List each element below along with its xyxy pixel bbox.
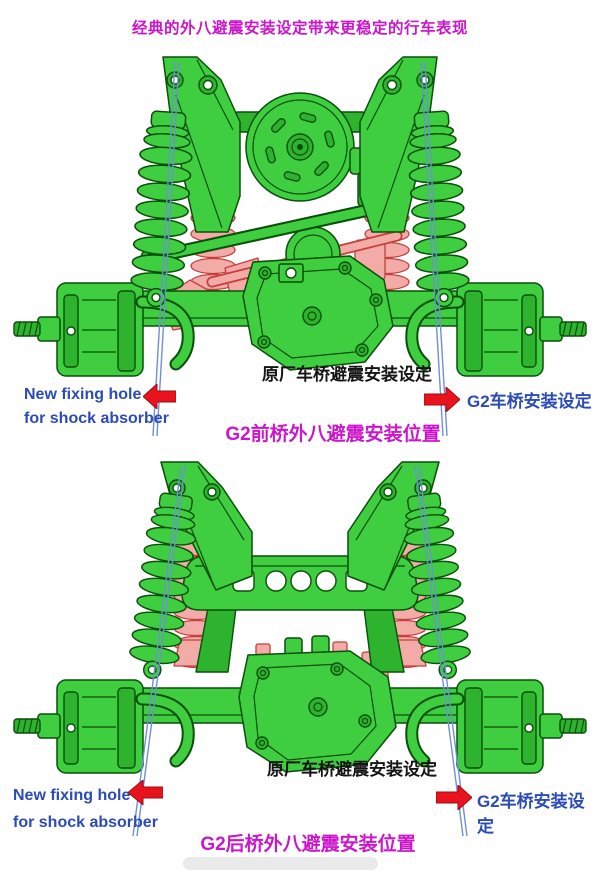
label-line: for shock absorber <box>13 814 158 831</box>
front-axle-assembly <box>13 255 587 377</box>
left-arrow-icon <box>128 780 163 805</box>
right-arrow-icon <box>436 785 472 810</box>
g2-setting-label-rear: G2车桥安装设定 <box>477 792 585 836</box>
page-title: 经典的外八避震安装设定带来更稳定的行车表现 <box>131 20 468 37</box>
g2-setting-label-front: G2车桥安装设定 <box>467 392 592 411</box>
label-line: New fixing hole <box>13 787 131 804</box>
new-fixing-hole-label-front: New fixing hole for shock absorber <box>24 383 169 431</box>
right-arrow-icon <box>424 387 460 412</box>
stock-setting-label-front: 原厂车桥避震安装设定 <box>262 365 432 384</box>
left-arrow-icon <box>143 384 176 409</box>
stock-setting-label-rear: 原厂车桥避震安装设定 <box>267 760 437 779</box>
label-line: New fixing hole <box>24 386 142 403</box>
front-axle-diagram <box>13 56 587 437</box>
label-line: for shock absorber <box>24 410 169 427</box>
front-caption: G2前桥外八避震安装位置 <box>225 424 441 445</box>
rear-shock-angle-lines <box>132 465 468 837</box>
rear-axle-diagram <box>13 461 587 837</box>
new-fixing-hole-label-rear: New fixing hole for shock absorber <box>13 782 158 836</box>
footer-bar <box>183 857 378 870</box>
front-shock-angle-lines <box>152 61 448 437</box>
rear-axle-assembly <box>13 635 587 774</box>
rear-caption: G2后桥外八避震安装位置 <box>200 834 416 855</box>
